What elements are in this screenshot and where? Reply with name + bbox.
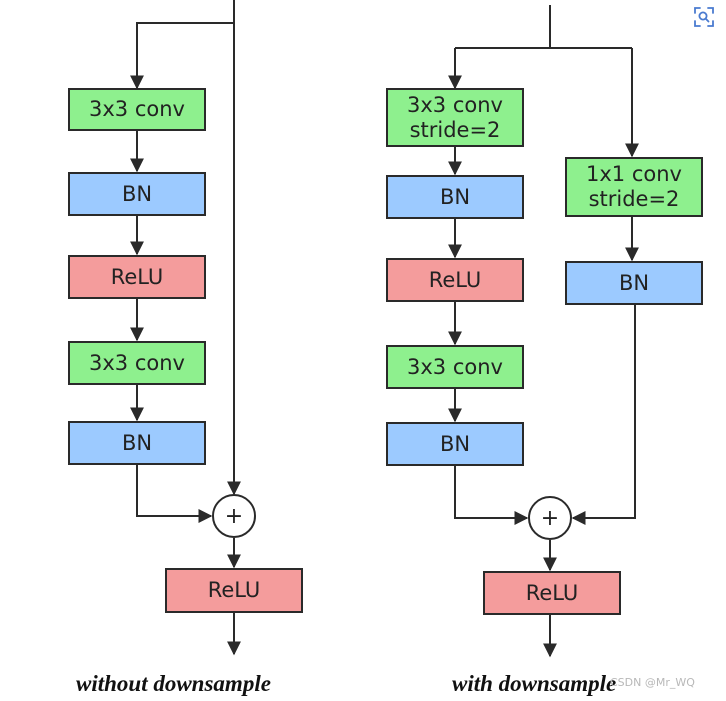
right-shortcut-conv-label: 1x1 conv [586, 162, 682, 186]
right-shortcut-to-add [571, 304, 636, 525]
right-shortcut-conv-block: 1x1 conv stride=2 [565, 157, 703, 217]
right-bn1-block: BN [386, 175, 524, 219]
left-bn1-block: BN [68, 172, 206, 216]
right-shortcut-bn-label: BN [618, 270, 650, 295]
left-add-node: + [212, 494, 256, 538]
right-shortcut-conv-stride: stride=2 [588, 187, 680, 211]
right-relu-out-block: ReLU [483, 571, 621, 615]
right-relu-out-label: ReLU [525, 580, 579, 605]
left-conv1-block: 3x3 conv [68, 88, 206, 131]
right-bn1-label: BN [439, 184, 471, 209]
right-add-node: + [528, 496, 572, 540]
right-conv1-label: 3x3 conv [407, 92, 503, 117]
left-branch-line [130, 22, 234, 90]
left-conv2-block: 3x3 conv [68, 341, 206, 385]
left-relu-out-block: ReLU [165, 568, 303, 613]
right-shortcut-bn-block: BN [565, 261, 703, 305]
left-bn2-block: BN [68, 421, 206, 465]
right-conv1-block: 3x3 conv stride=2 [386, 88, 524, 147]
right-add-symbol: + [540, 505, 560, 531]
left-conv1-label: 3x3 conv [89, 97, 185, 121]
left-to-add-line [136, 464, 213, 523]
left-bn1-label: BN [121, 181, 153, 206]
right-conv1-stride: stride=2 [409, 117, 501, 142]
right-caption: with downsample [452, 671, 617, 696]
right-to-add-line [454, 465, 529, 525]
scan-icon-glyph [694, 7, 714, 27]
left-conv2-label: 3x3 conv [89, 350, 185, 375]
watermark: CSDN @Mr_WQ [610, 676, 695, 689]
left-relu1-label: ReLU [110, 264, 164, 289]
left-caption: without downsample [76, 671, 271, 696]
scan-icon[interactable] [682, 0, 726, 34]
right-bn2-label: BN [439, 431, 471, 456]
left-add-symbol: + [224, 503, 244, 529]
left-relu-out-label: ReLU [207, 578, 261, 602]
left-bn2-label: BN [121, 430, 153, 455]
right-relu1-block: ReLU [386, 258, 524, 302]
right-relu1-label: ReLU [428, 267, 482, 292]
right-conv2-label: 3x3 conv [407, 354, 503, 379]
right-bn2-block: BN [386, 422, 524, 466]
left-relu1-block: ReLU [68, 255, 206, 299]
right-conv2-block: 3x3 conv [386, 345, 524, 389]
